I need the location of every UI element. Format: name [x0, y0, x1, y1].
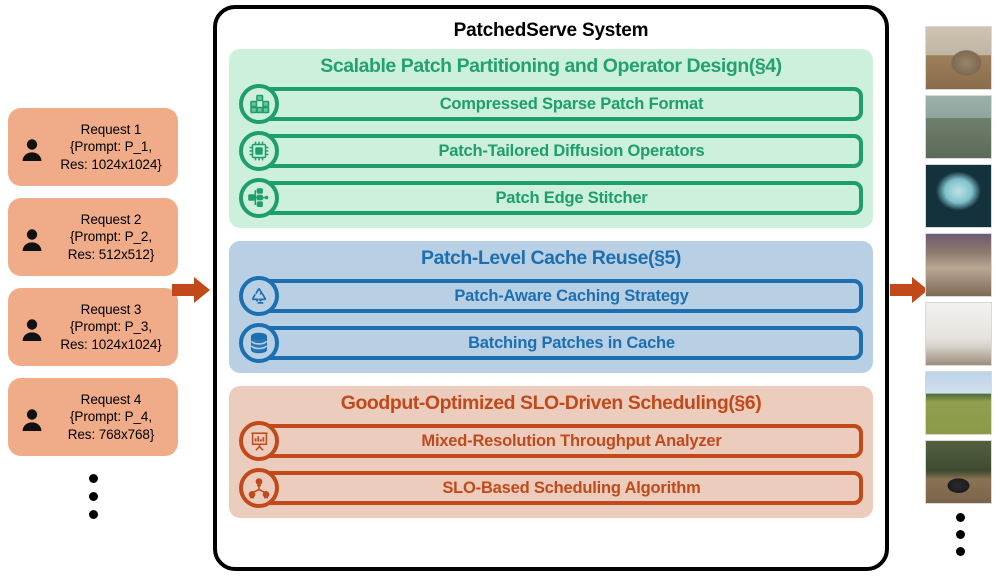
- section-title: Patch-Level Cache Reuse(§5): [421, 247, 681, 269]
- request-resolution: Res: 768x768}: [67, 426, 155, 442]
- presentation-chart-icon: [239, 421, 279, 461]
- request-card: Request 3 {Prompt: P_3, Res: 1024x1024}: [8, 288, 178, 366]
- request-title: Request 1: [80, 122, 142, 138]
- section-title: Goodput-Optimized SLO-Driven Scheduling(…: [340, 392, 762, 414]
- request-text: Request 2 {Prompt: P_2, Res: 512x512}: [50, 211, 178, 263]
- request-text: Request 1 {Prompt: P_1, Res: 1024x1024}: [50, 121, 178, 173]
- request-title: Request 2: [80, 212, 142, 228]
- item-patch-tailored-diffusion-operators[interactable]: Patch-Tailored Diffusion Operators: [239, 131, 863, 171]
- boat-in-tunnel-thumbnail: [925, 164, 992, 228]
- request-card: Request 2 {Prompt: P_2, Res: 512x512}: [8, 198, 178, 276]
- output-image-strip: [925, 26, 995, 564]
- request-resolution: Res: 1024x1024}: [60, 336, 162, 352]
- section-patch-level-cache-reuse: Patch-Level Cache Reuse(§5) Patch-Aware …: [229, 241, 873, 373]
- stacked-blocks-icon: [239, 84, 279, 124]
- request-text: Request 4 {Prompt: P_4, Res: 768x768}: [50, 391, 178, 443]
- item-mixed-resolution-throughput-analyzer[interactable]: Mixed-Resolution Throughput Analyzer: [239, 421, 863, 461]
- section-goodput-optimized-slo-scheduling: Goodput-Optimized SLO-Driven Scheduling(…: [229, 386, 873, 518]
- section-title: Scalable Patch Partitioning and Operator…: [320, 55, 782, 77]
- cat-on-desk-thumbnail: [925, 26, 992, 90]
- item-pill: Compressed Sparse Patch Format: [258, 87, 863, 121]
- item-patch-edge-stitcher[interactable]: Patch Edge Stitcher: [239, 178, 863, 218]
- motorcycle-in-forest-thumbnail: [925, 440, 992, 504]
- request-card: Request 4 {Prompt: P_4, Res: 768x768}: [8, 378, 178, 456]
- item-patch-aware-caching-strategy[interactable]: Patch-Aware Caching Strategy: [239, 276, 863, 316]
- request-prompt: {Prompt: P_1,: [70, 139, 152, 155]
- request-resolution: Res: 512x512}: [67, 246, 155, 262]
- item-slo-based-scheduling-algorithm[interactable]: SLO-Based Scheduling Algorithm: [239, 468, 863, 508]
- vertical-ellipsis-icon: [925, 509, 995, 556]
- arrow-right-icon: [890, 275, 928, 305]
- item-pill: SLO-Based Scheduling Algorithm: [258, 471, 863, 505]
- item-label: SLO-Based Scheduling Algorithm: [442, 478, 701, 497]
- cathedral-interior-thumbnail: [925, 233, 992, 297]
- item-label: Patch-Tailored Diffusion Operators: [438, 141, 705, 160]
- field-landscape-thumbnail: [925, 371, 992, 435]
- page-title: PatchedServe System: [453, 20, 649, 41]
- item-pill: Batching Patches in Cache: [258, 326, 863, 360]
- person-icon: [14, 222, 50, 252]
- item-batching-patches-in-cache[interactable]: Batching Patches in Cache: [239, 323, 863, 363]
- item-compressed-sparse-patch-format[interactable]: Compressed Sparse Patch Format: [239, 84, 863, 124]
- item-label: Patch-Aware Caching Strategy: [454, 286, 689, 305]
- item-label: Batching Patches in Cache: [468, 333, 675, 352]
- item-label: Compressed Sparse Patch Format: [439, 94, 704, 113]
- request-prompt: {Prompt: P_3,: [70, 319, 152, 335]
- patchedserve-system-panel: PatchedServe System Scalable Patch Parti…: [213, 5, 889, 571]
- bathroom-vanity-thumbnail: [925, 302, 992, 366]
- item-pill: Mixed-Resolution Throughput Analyzer: [258, 424, 863, 458]
- arrow-right-icon: [172, 275, 210, 305]
- chip-icon: [239, 131, 279, 171]
- item-pill: Patch Edge Stitcher: [258, 181, 863, 215]
- request-queue: Request 1 {Prompt: P_1, Res: 1024x1024} …: [8, 108, 178, 528]
- section-scalable-patch-partitioning: Scalable Patch Partitioning and Operator…: [229, 49, 873, 228]
- person-icon: [14, 312, 50, 342]
- hierarchy-icon: [239, 178, 279, 218]
- person-icon: [14, 132, 50, 162]
- request-prompt: {Prompt: P_2,: [70, 229, 152, 245]
- request-title: Request 4: [80, 392, 142, 408]
- request-title: Request 3: [80, 302, 142, 318]
- database-icon: [239, 323, 279, 363]
- recycle-icon: [239, 276, 279, 316]
- request-text: Request 3 {Prompt: P_3, Res: 1024x1024}: [50, 301, 178, 353]
- item-label: Patch Edge Stitcher: [495, 188, 648, 207]
- person-icon: [14, 402, 50, 432]
- vertical-ellipsis-icon: [8, 468, 178, 519]
- item-pill: Patch-Aware Caching Strategy: [258, 279, 863, 313]
- request-resolution: Res: 1024x1024}: [60, 156, 162, 172]
- request-card: Request 1 {Prompt: P_1, Res: 1024x1024}: [8, 108, 178, 186]
- item-pill: Patch-Tailored Diffusion Operators: [258, 134, 863, 168]
- item-label: Mixed-Resolution Throughput Analyzer: [421, 431, 722, 450]
- network-cluster-icon: [239, 468, 279, 508]
- train-on-tracks-thumbnail: [925, 95, 992, 159]
- request-prompt: {Prompt: P_4,: [70, 409, 152, 425]
